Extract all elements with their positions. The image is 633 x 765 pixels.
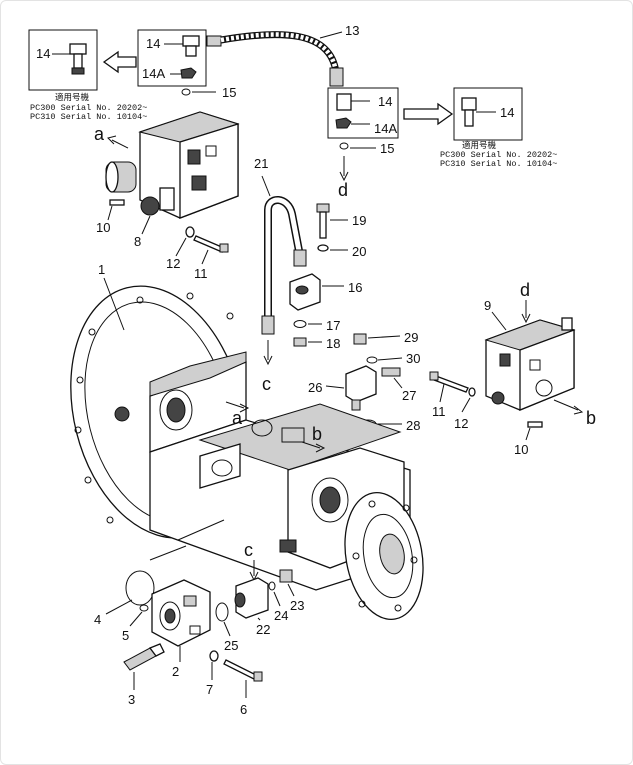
- callout-4: 4: [94, 612, 101, 627]
- plug-23: [279, 569, 293, 583]
- callout-11: 11: [432, 404, 446, 419]
- callout-30: 30: [406, 351, 420, 366]
- o-ring-15: [181, 88, 191, 96]
- callout-24: 24: [274, 608, 288, 623]
- valve-assembly-8: [105, 111, 240, 219]
- serial-note-line2-right: PC310 Serial No. 10104~: [440, 159, 557, 169]
- inset-box-right: [453, 87, 523, 141]
- washer-20: [317, 244, 329, 252]
- callout-11: 11: [194, 266, 208, 281]
- letter-c: c: [262, 374, 271, 394]
- pipe-21: [261, 196, 307, 335]
- pin-10: [527, 421, 543, 428]
- elbow-26: [345, 365, 377, 411]
- callout-29: 29: [404, 330, 418, 345]
- callout-2: 2: [172, 664, 179, 679]
- callout-14: 14: [378, 94, 392, 109]
- letter-d: d: [520, 280, 530, 300]
- callout-14: 14: [36, 46, 50, 61]
- fitting-27: [381, 367, 401, 377]
- callout-15: 15: [222, 85, 236, 100]
- callout-10: 10: [514, 442, 528, 457]
- o-ring-5: [139, 604, 149, 612]
- letter-a: a: [94, 124, 105, 144]
- inset-box-left: [28, 29, 98, 91]
- callout-10: 10: [96, 220, 110, 235]
- callout-12: 12: [166, 256, 180, 271]
- spacer-18: [293, 337, 307, 347]
- callout-28: 28: [406, 418, 420, 433]
- o-ring-30: [366, 356, 378, 364]
- valve-assembly-9: [484, 317, 576, 411]
- serial-note-title-left: 適用号機: [55, 92, 90, 103]
- letter-a: a: [232, 408, 243, 428]
- callout-13: 13: [345, 23, 359, 38]
- elbow-22: [234, 577, 269, 619]
- o-ring-24: [268, 581, 276, 591]
- callout-9: 9: [484, 298, 491, 313]
- letter-b: b: [312, 424, 322, 444]
- sensor-3: [123, 643, 165, 671]
- callout-3: 3: [128, 692, 135, 707]
- callout-22: 22: [256, 622, 270, 637]
- letter-c: c: [244, 540, 253, 560]
- callout-27: 27: [402, 388, 416, 403]
- serial-note-line2-left: PC310 Serial No. 10104~: [30, 112, 147, 122]
- callout-15: 15: [380, 141, 394, 156]
- callout-14A: 14A: [142, 66, 165, 81]
- callout-6: 6: [240, 702, 247, 717]
- o-ring-4: [125, 570, 155, 606]
- o-ring-17: [293, 320, 307, 328]
- block-16: [289, 273, 321, 311]
- callout-19: 19: [352, 213, 366, 228]
- callout-20: 20: [352, 244, 366, 259]
- hollow-arrow-right: [403, 102, 454, 126]
- callout-23: 23: [290, 598, 304, 613]
- callout-14: 14: [500, 105, 514, 120]
- plug-29: [353, 333, 367, 345]
- callout-26: 26: [308, 380, 322, 395]
- o-ring-15: [339, 142, 349, 150]
- callout-16: 16: [348, 280, 362, 295]
- hollow-arrow-left: [102, 50, 137, 74]
- washer-12: [185, 226, 195, 238]
- callout-8: 8: [134, 234, 141, 249]
- gear-pump-2: [151, 579, 211, 647]
- bolt-6: [223, 659, 259, 681]
- letter-d: d: [338, 180, 348, 200]
- callout-7: 7: [206, 682, 213, 697]
- callout-12: 12: [454, 416, 468, 431]
- callout-25: 25: [224, 638, 238, 653]
- callout-1: 1: [98, 262, 105, 277]
- letter-b: b: [586, 408, 596, 428]
- o-ring-25: [215, 602, 229, 622]
- serial-note-title-right: 適用号機: [462, 140, 497, 151]
- serial-note-line1-right: PC300 Serial No. 20202~: [440, 150, 557, 160]
- inset-box-right-upper: [327, 87, 399, 139]
- callout-17: 17: [326, 318, 340, 333]
- hose-13: [206, 31, 344, 87]
- serial-note-line1-left: PC300 Serial No. 20202~: [30, 103, 147, 113]
- washer-12: [468, 387, 476, 397]
- output-flange: [344, 491, 424, 621]
- bolt-19: [316, 203, 330, 239]
- pin-10: [109, 199, 125, 206]
- callout-5: 5: [122, 628, 129, 643]
- callout-14A: 14A: [374, 121, 397, 136]
- callout-14: 14: [146, 36, 160, 51]
- bolt-11: [433, 375, 469, 393]
- callout-18: 18: [326, 336, 340, 351]
- inset-box-center: [137, 29, 207, 87]
- callout-21: 21: [254, 156, 268, 171]
- washer-7: [209, 650, 219, 662]
